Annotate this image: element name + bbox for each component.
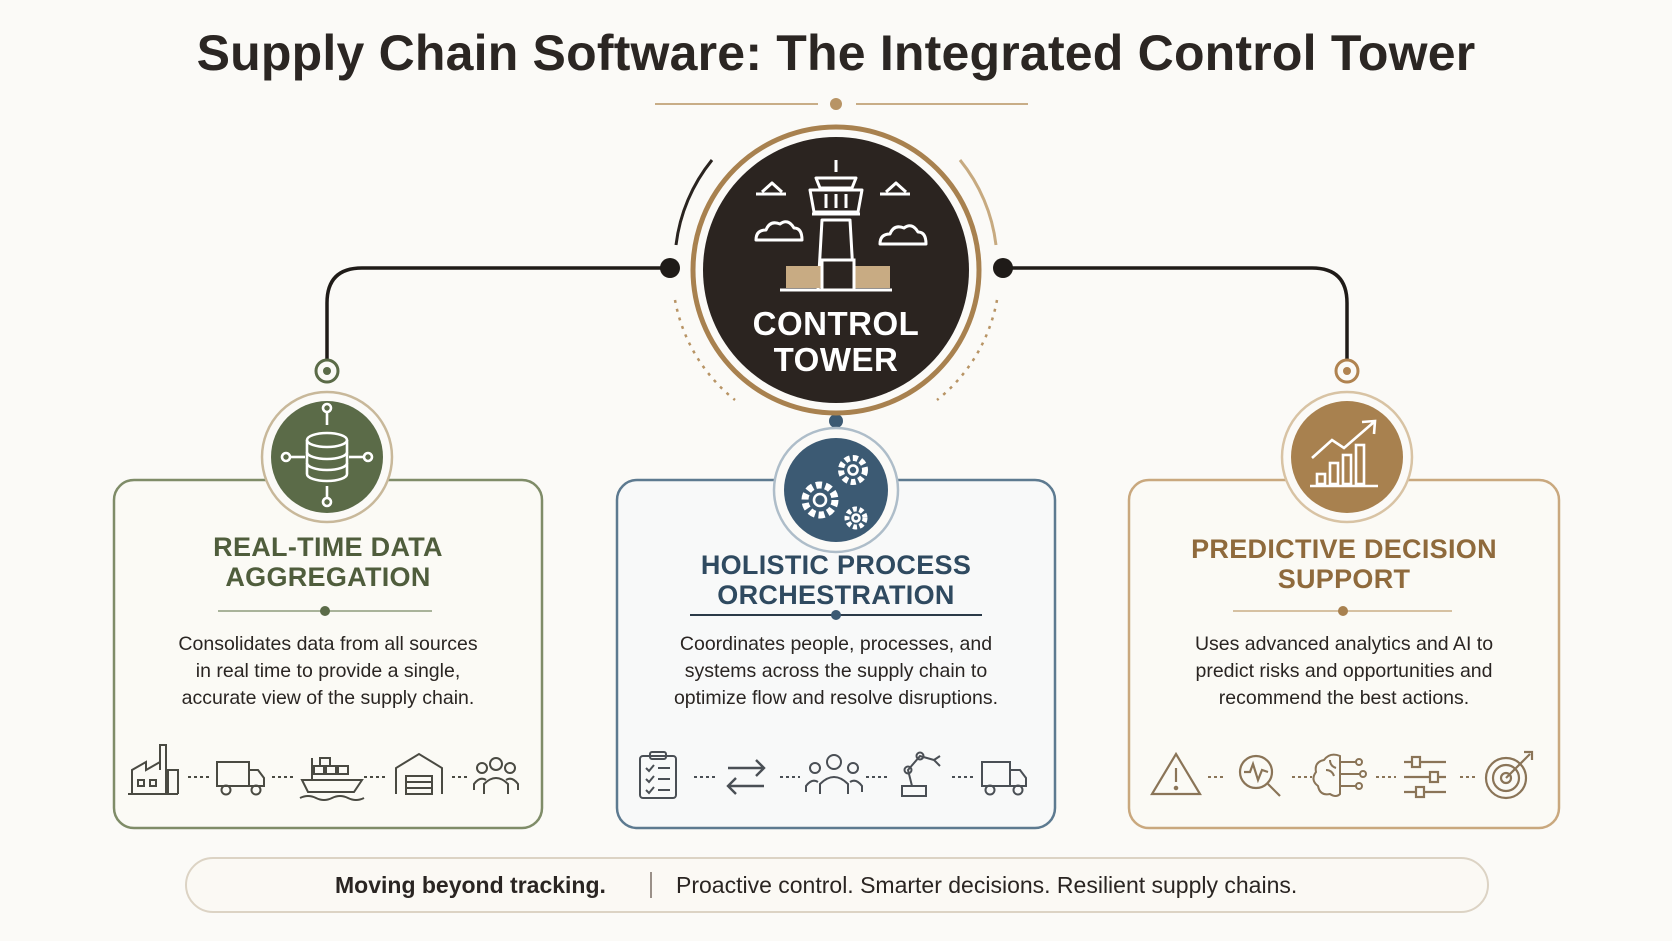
card-divider-data xyxy=(218,606,432,616)
card-data-desc-line1: Consolidates data from all sources xyxy=(178,633,478,655)
card-divider-process xyxy=(690,610,982,620)
connector-right xyxy=(1003,266,1349,360)
sliders-icon xyxy=(1404,755,1446,799)
hub-label-line1: CONTROL xyxy=(752,305,920,342)
magnifier-pulse-icon xyxy=(1238,754,1281,797)
exchange-arrows-icon xyxy=(726,759,766,795)
medallion-process xyxy=(772,426,900,554)
card-data-desc-line2: in real time to provide a single, xyxy=(195,660,461,682)
card-predict-desc-line2: predict risks and opportunities and xyxy=(1195,660,1493,682)
card-data-desc-line3: accurate view of the supply chain. xyxy=(181,687,475,709)
warning-icon xyxy=(1150,751,1202,796)
page-title: Supply Chain Software: The Integrated Co… xyxy=(196,25,1476,81)
robot-arm-icon xyxy=(901,751,941,797)
title-divider xyxy=(655,98,1028,110)
gears-icon xyxy=(801,455,868,530)
footer-separator xyxy=(650,872,652,898)
footer-tagline-text: Proactive control. Smarter decisions. Re… xyxy=(676,872,1298,898)
card-predict-desc-line3: recommend the best actions. xyxy=(1218,687,1470,709)
card-process-desc-line2: systems across the supply chain to xyxy=(684,660,988,682)
connector-left xyxy=(325,266,670,360)
card-process-title-line2: ORCHESTRATION xyxy=(717,580,955,610)
card-predict-title-line1: PREDICTIVE DECISION xyxy=(1191,534,1497,564)
team-icon xyxy=(805,754,863,794)
brain-circuit-icon xyxy=(1312,753,1367,797)
footer-tagline-bold: Moving beyond tracking. xyxy=(335,872,606,898)
connector-dot-center xyxy=(829,414,843,428)
medallion-predict xyxy=(1280,358,1414,524)
warehouse-icon xyxy=(395,752,443,795)
ship-icon xyxy=(299,757,365,801)
target-icon xyxy=(1484,750,1534,800)
factory-icon xyxy=(128,744,179,795)
database-icon xyxy=(280,402,374,508)
card-predict-desc-line1: Uses advanced analytics and AI to xyxy=(1194,633,1494,655)
card-process-title-line1: HOLISTIC PROCESS xyxy=(700,550,972,580)
delivery-truck-icon xyxy=(981,761,1027,796)
tower-base xyxy=(820,258,856,292)
checklist-icon xyxy=(639,751,677,799)
chart-up-icon xyxy=(1310,419,1378,488)
card-divider-predict xyxy=(1233,606,1452,616)
hub-label-line2: TOWER xyxy=(773,341,899,378)
card-data-title-line1: REAL-TIME DATA xyxy=(213,532,443,562)
truck-icon xyxy=(216,761,265,796)
people-icon xyxy=(473,757,519,794)
footer-banner xyxy=(185,857,1489,913)
card-process-desc-line3: optimize flow and resolve disruptions. xyxy=(673,687,999,709)
card-predict-title-line2: SUPPORT xyxy=(1277,564,1411,594)
medallion-data xyxy=(260,358,394,524)
connector-dot-right xyxy=(993,258,1013,278)
card-process-desc-line1: Coordinates people, processes, and xyxy=(679,633,993,655)
connector-dot-left xyxy=(660,258,680,278)
card-data-title-line2: AGGREGATION xyxy=(225,562,431,592)
